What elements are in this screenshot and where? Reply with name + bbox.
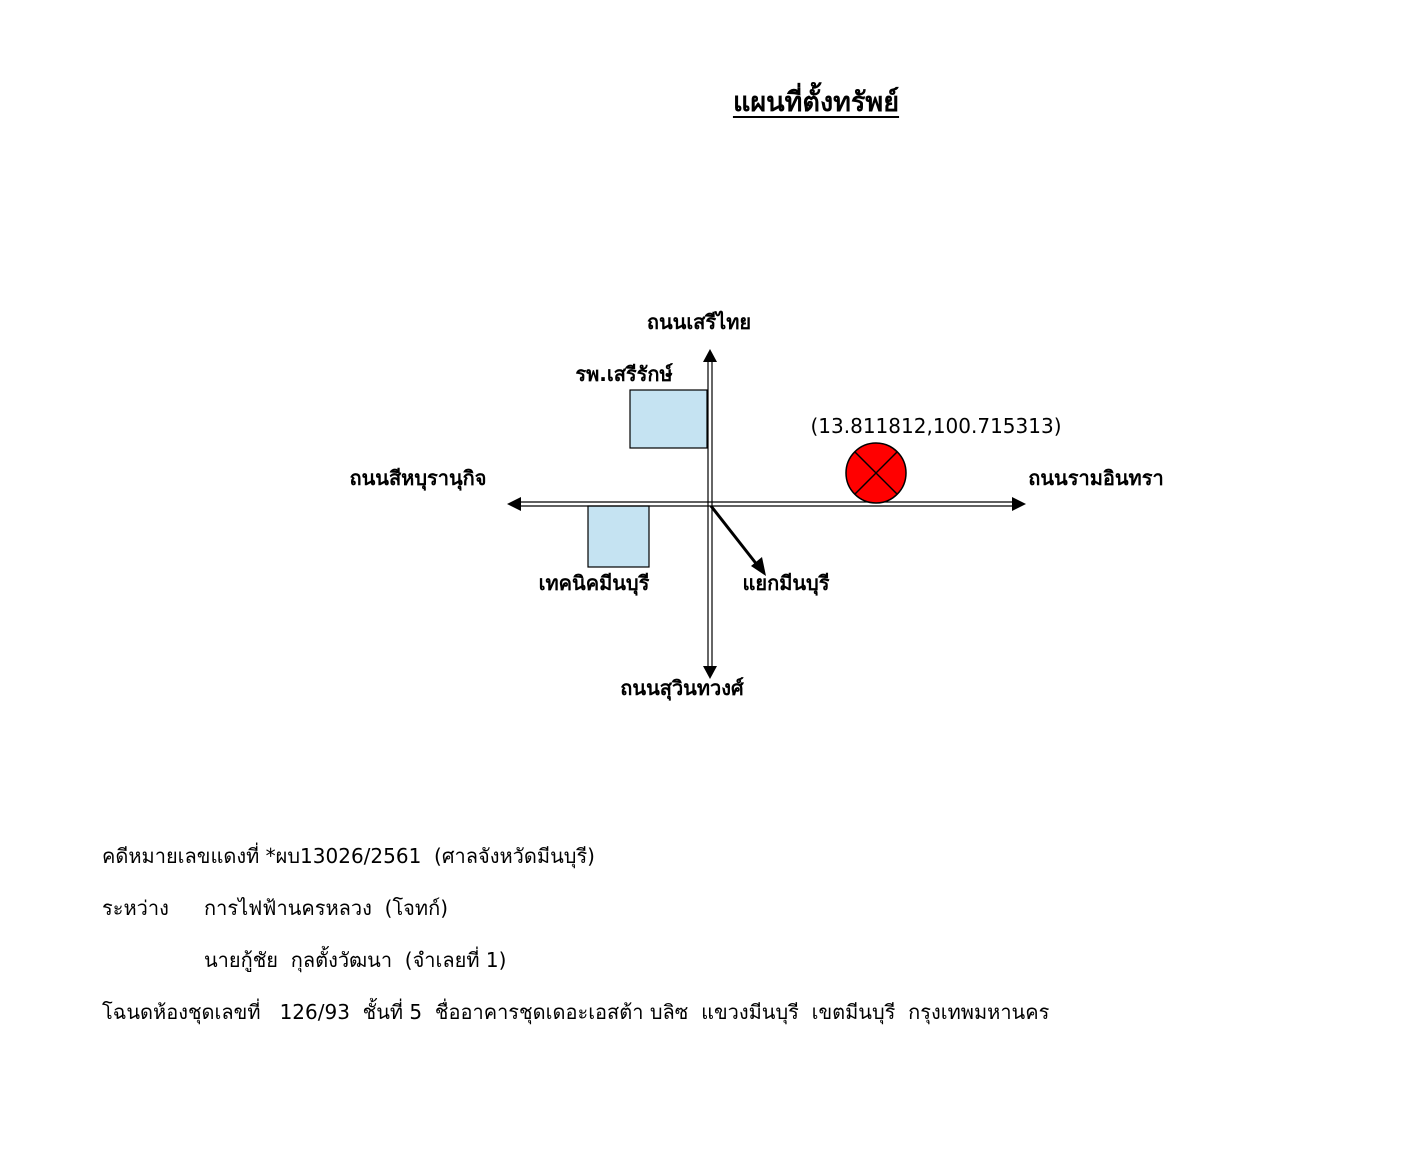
east-arrow-icon	[1012, 497, 1026, 511]
deed-row: โฉนดห้องชุดเลขที่ 126/93 ชั้นที่ 5 ชื่ออ…	[102, 986, 1049, 1038]
college-landmark-box	[587, 505, 650, 568]
east-west-road	[507, 497, 1026, 511]
defendant-indent	[102, 934, 204, 986]
road-label-west: ถนนสีหบุรานุกิจ	[349, 466, 486, 491]
hospital-label: รพ.เสรีรักษ์	[575, 362, 673, 386]
road-label-east: ถนนรามอินทรา	[1028, 466, 1163, 490]
plaintiff-row: ระหว่าง การไฟฟ้านครหลวง (โจทก์)	[102, 882, 1049, 934]
diagonal-arrow-icon	[751, 557, 766, 576]
page-title: แผนที่ตั้งทรัพย์	[732, 87, 900, 118]
coordinates-label: (13.811812,100.715313)	[811, 414, 1062, 438]
case-number-row: คดีหมายเลขแดงที่ *ผบ13026/2561 (ศาลจังหว…	[102, 830, 1049, 882]
junction-label: แยกมีนบุรี	[742, 571, 829, 596]
deed-text: โฉนดห้องชุดเลขที่ 126/93 ชั้นที่ 5 ชื่ออ…	[102, 1000, 1050, 1024]
hospital-landmark-box	[629, 389, 708, 449]
defendant-text: นายกู้ชัย กุลตั้งวัฒนา (จำเลยที่ 1)	[204, 948, 507, 972]
defendant-row: นายกู้ชัย กุลตั้งวัฒนา (จำเลยที่ 1)	[102, 934, 1049, 986]
page-title-wrap: แผนที่ตั้งทรัพย์	[0, 80, 1418, 123]
college-label: เทคนิคมีนบุรี	[539, 571, 650, 596]
road-label-north: ถนนเสรีไทย	[647, 310, 751, 334]
south-arrow-icon	[703, 666, 717, 679]
case-number-text: คดีหมายเลขแดงที่ *ผบ13026/2561 (ศาลจังหว…	[102, 844, 595, 868]
plaintiff-text: การไฟฟ้านครหลวง (โจทก์)	[204, 896, 448, 920]
between-label: ระหว่าง	[102, 896, 169, 920]
case-info: คดีหมายเลขแดงที่ *ผบ13026/2561 (ศาลจังหว…	[102, 830, 1049, 1038]
road-label-south: ถนนสุวินทวงศ์	[620, 676, 745, 701]
diagonal-road	[709, 505, 766, 576]
north-south-road	[703, 349, 717, 679]
west-arrow-icon	[507, 497, 521, 511]
north-arrow-icon	[703, 349, 717, 362]
property-marker-icon	[845, 442, 907, 504]
